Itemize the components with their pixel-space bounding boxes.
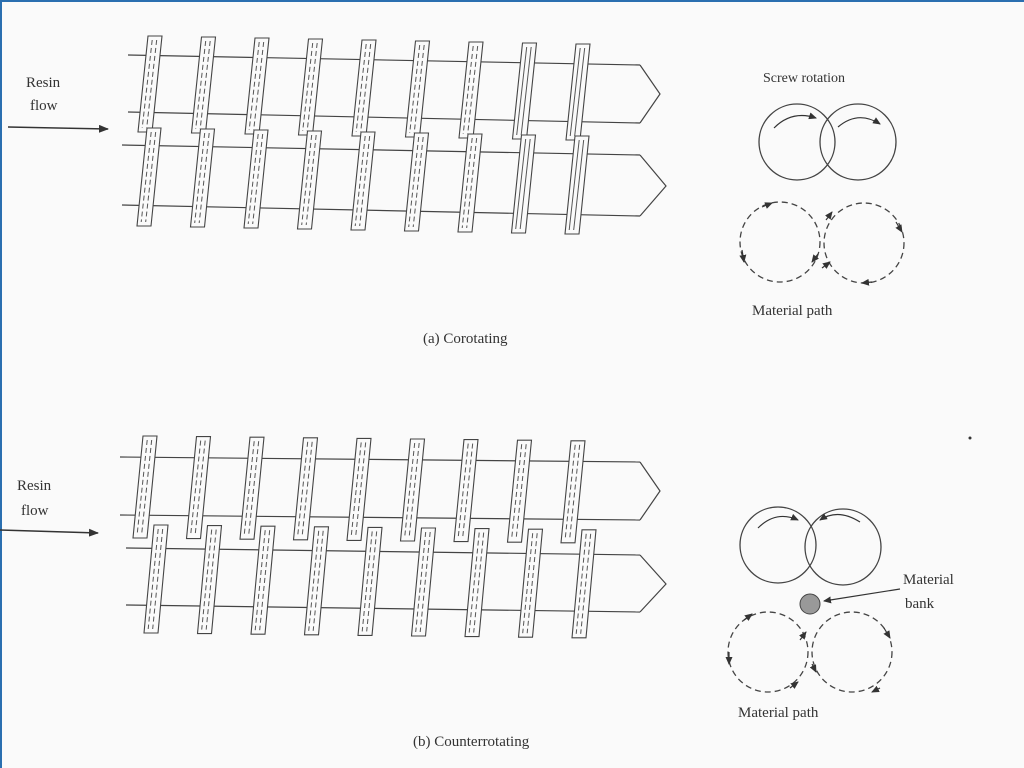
lower-screw-a-flight xyxy=(136,127,162,227)
resin-flow-label-b-line1: Resin xyxy=(17,478,52,494)
lower-screw-b-flight xyxy=(357,526,383,636)
lower-screw-b-flight xyxy=(196,525,223,635)
rotation-arrow-right-b-icon xyxy=(819,513,861,523)
material-path-circles-b xyxy=(725,611,893,693)
lower-screw-b-flight xyxy=(250,525,276,635)
lower-screw-b-flight xyxy=(464,528,490,638)
lower-screw-a-flight xyxy=(457,133,483,233)
screw-rotation-label: Screw rotation xyxy=(763,71,845,86)
lower-screw-a-flight xyxy=(189,128,216,228)
lower-screw-b xyxy=(125,524,667,639)
rotation-arrow-left-b-icon xyxy=(757,513,799,529)
lower-screw-b-flight xyxy=(303,526,330,636)
screw-rotation-circles-a xyxy=(758,103,897,181)
lower-screw-a-flight xyxy=(296,130,323,230)
upper-screw-a-flight xyxy=(511,42,538,140)
rotation-arrow-left-icon xyxy=(773,112,817,129)
stray-mark xyxy=(968,436,972,440)
caption-counterrotating: (b) Counterrotating xyxy=(413,734,530,750)
material-path-circles-a xyxy=(739,201,905,286)
upper-screw-b-flight xyxy=(506,439,533,543)
upper-screw-a xyxy=(127,35,661,141)
upper-screw-b-flight xyxy=(292,437,319,541)
upper-screw-b-flight xyxy=(239,436,265,540)
upper-screw-b-flight xyxy=(132,435,158,539)
upper-screw-b-flight xyxy=(346,437,372,541)
upper-screw-a-flight xyxy=(351,39,377,137)
upper-screw-a-flight xyxy=(137,35,163,133)
lower-screw-a xyxy=(121,127,667,235)
resin-flow-label-line1: Resin xyxy=(26,75,61,91)
material-bank-label-line1: Material xyxy=(903,572,954,588)
upper-screw-b xyxy=(119,435,661,544)
upper-screw-a-flight xyxy=(458,41,484,139)
lower-screw-b-flight xyxy=(571,529,597,639)
upper-screw-b-flight xyxy=(399,438,426,542)
lower-screw-a-flight xyxy=(350,131,376,231)
corotating-panel: Resin flow Screw rotation xyxy=(7,35,905,347)
upper-screw-a-flight xyxy=(297,38,324,136)
upper-screw-a-flight xyxy=(404,40,431,138)
upper-screw-b-flight xyxy=(185,436,212,540)
material-path-label-b: Material path xyxy=(738,705,819,721)
rotation-arrow-right-icon xyxy=(837,117,881,128)
lower-screw-a-flight xyxy=(564,135,590,235)
caption-corotating: (a) Corotating xyxy=(423,331,508,347)
lower-screw-b-flight xyxy=(410,527,437,637)
upper-screw-a-flight xyxy=(244,37,270,135)
material-bank-label-line2: bank xyxy=(905,596,935,612)
resin-flow-label-b-line2: flow xyxy=(21,503,49,519)
material-bank-dot xyxy=(799,593,821,615)
upper-screw-b-flight xyxy=(453,439,479,543)
resin-flow-label-line2: flow xyxy=(30,98,58,114)
lower-screw-b-flight xyxy=(517,528,544,638)
resin-flow-arrow xyxy=(7,124,109,133)
lower-screw-a-flight xyxy=(510,134,537,234)
upper-screw-a-flight xyxy=(565,43,591,141)
lower-screw-b-flight xyxy=(143,524,169,634)
lower-screw-a-flight xyxy=(403,132,430,232)
resin-flow-arrow-b xyxy=(0,528,99,537)
screw-rotation-circles-b xyxy=(739,506,882,586)
material-bank-pointer xyxy=(823,588,901,604)
lower-screw-a-flight xyxy=(243,129,269,229)
upper-screw-a-flight xyxy=(190,36,217,134)
counterrotating-panel: Resin flow Material bank xyxy=(0,435,954,750)
upper-screw-b-flight xyxy=(560,440,586,544)
material-path-label-a: Material path xyxy=(752,303,833,319)
